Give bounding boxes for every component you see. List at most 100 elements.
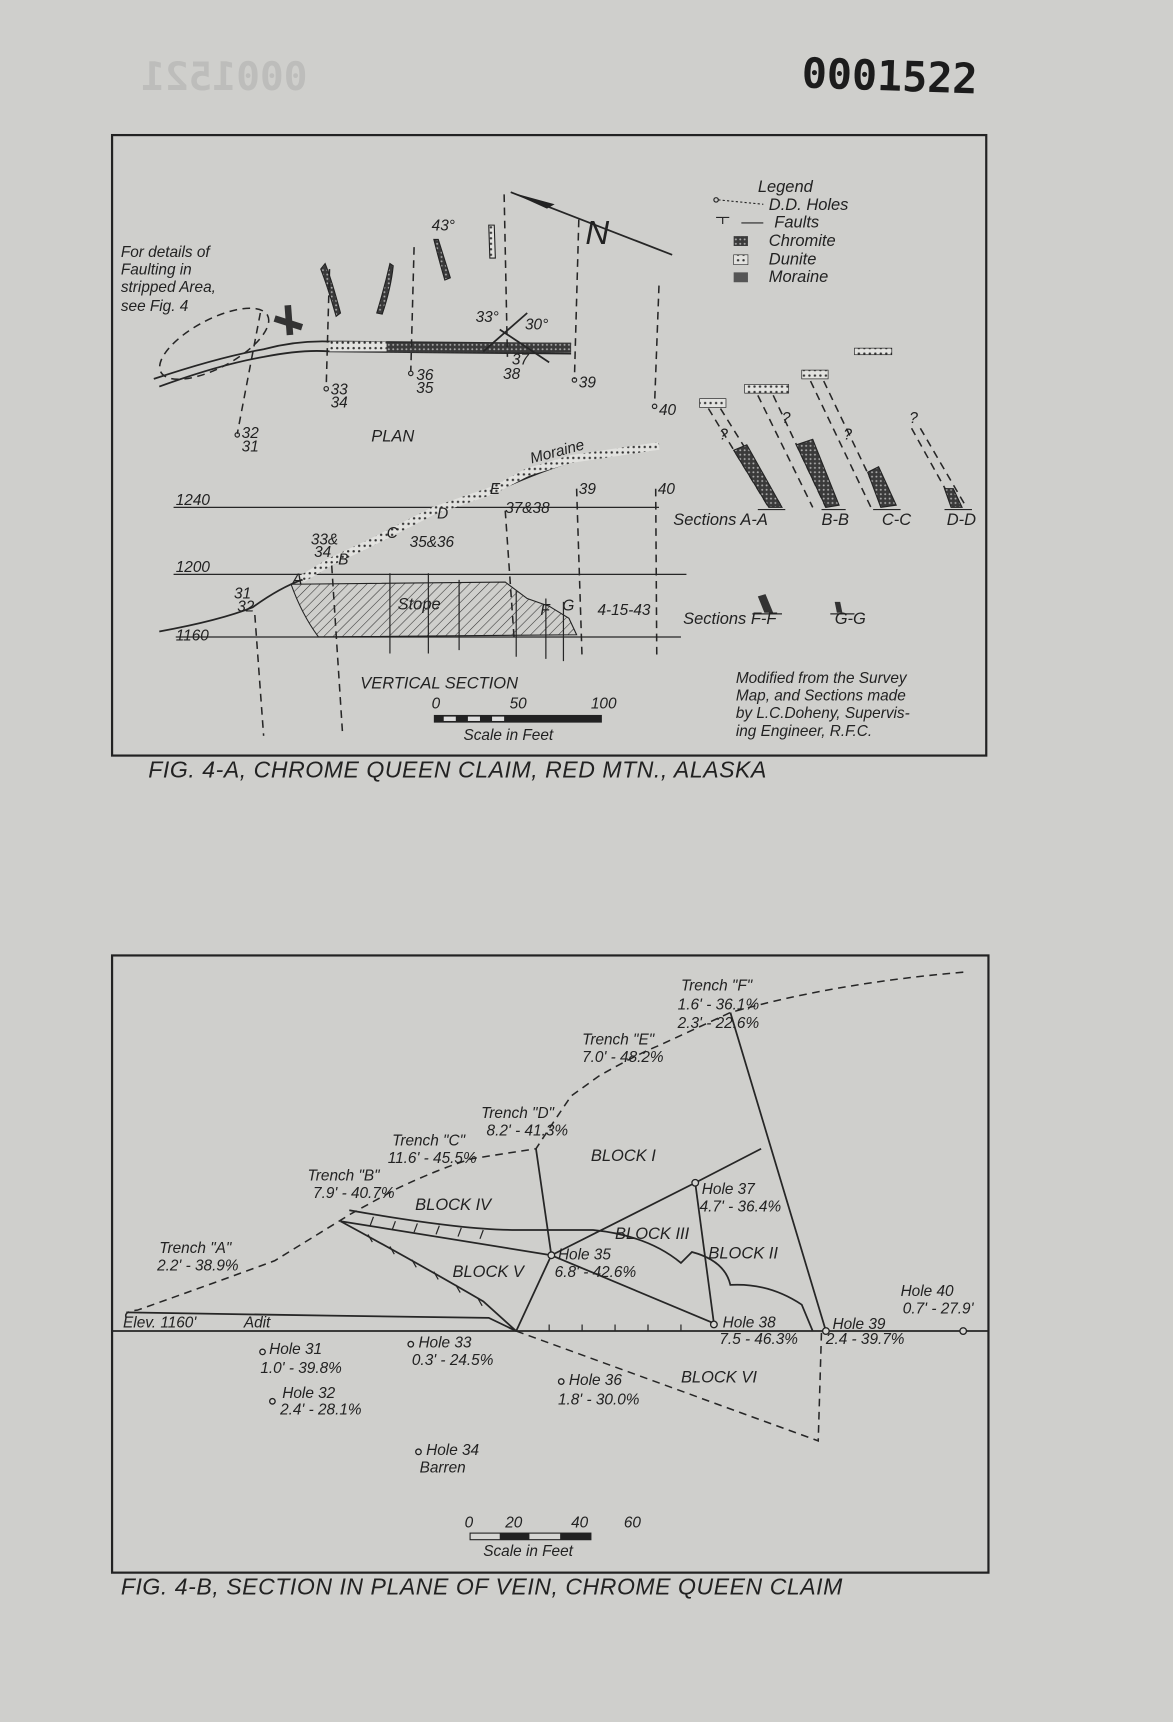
outcrop-line <box>125 971 967 1319</box>
scale-tick: 60 <box>624 1515 642 1532</box>
block-label: BLOCK I <box>591 1147 656 1165</box>
hole-name: Hole 37 <box>702 1181 756 1198</box>
plan-hole-label: 40 <box>659 402 677 419</box>
hole-assay: 1.8' - 30.0% <box>558 1392 639 1409</box>
trench-name: Trench "C" <box>392 1132 466 1149</box>
plan-label: PLAN <box>371 427 414 445</box>
block-label: BLOCK III <box>615 1225 690 1243</box>
ghost-page-number: 0001521 <box>141 54 308 100</box>
block-label: BLOCK V <box>453 1263 526 1281</box>
question-mark: ? <box>782 410 791 427</box>
chromite-band <box>386 342 572 353</box>
north-label: N <box>585 214 609 251</box>
question-mark: ? <box>719 426 728 443</box>
elevation-label: Elev. 1160' <box>123 1315 197 1332</box>
credit-line: ing Engineer, R.F.C. <box>736 723 872 740</box>
fault-line <box>340 1220 517 1332</box>
question-mark: ? <box>909 410 918 427</box>
block-label: BLOCK IV <box>415 1196 493 1214</box>
credit-line: by L.C.Doheny, Supervis- <box>736 705 910 722</box>
trench-assay: 7.9' - 40.7% <box>313 1185 394 1202</box>
vertical-section-label: VERTICAL SECTION <box>360 675 518 693</box>
trench-assay: 7.0' - 48.2% <box>582 1049 663 1066</box>
trench-name: Trench "D" <box>481 1105 555 1122</box>
note-line: For details of <box>121 244 212 261</box>
stope-label: Stope <box>398 596 441 614</box>
figure-4b: Trench "A" 2.2' - 38.9% Trench "B" 7.9' … <box>110 954 990 1600</box>
hole-assay: 2.4 - 39.7% <box>825 1331 905 1348</box>
moraine-swatch <box>733 272 748 283</box>
plan-hole-label: 32 <box>242 425 260 442</box>
trench-assay: 8.2' - 41.3% <box>487 1123 568 1140</box>
scale-label: Scale in Feet <box>464 727 554 744</box>
hole-assay: 6.8' - 42.6% <box>555 1264 636 1281</box>
hole-assay: 1.0' - 39.8% <box>260 1360 341 1377</box>
section-letter: C <box>387 525 399 542</box>
scale-bar-b: 0 20 40 60 Scale in Feet <box>465 1515 642 1561</box>
vein-outline <box>153 340 572 380</box>
scale-tick: 40 <box>571 1515 589 1532</box>
section-hole-label: 32 <box>237 599 255 616</box>
legend-item: Dunite <box>769 251 817 269</box>
credit-line: Map, and Sections made <box>736 688 906 705</box>
plan-hole-label: 36 <box>416 367 434 384</box>
hole-name: Hole 31 <box>269 1341 322 1358</box>
dunite-band <box>329 341 387 352</box>
dunite-lens <box>488 224 496 259</box>
chromite-lens <box>320 262 342 318</box>
figure-4b-caption: FIG. 4-B, SECTION IN PLANE OF VEIN, CHRO… <box>121 1574 843 1600</box>
scale-tick: 0 <box>465 1515 474 1532</box>
stope-area <box>290 581 578 638</box>
section-hole-label: 39 <box>579 481 597 498</box>
trench-name: Trench "F" <box>681 978 754 995</box>
plan-hole-label: 31 <box>242 438 259 455</box>
legend: Legend D.D. Holes Faults Chromite Dunite… <box>713 178 848 286</box>
block-vi-boundary <box>515 1330 823 1442</box>
figure-4a-caption: FIG. 4-A, CHROME QUEEN CLAIM, RED MTN., … <box>148 757 767 783</box>
chromite-lens <box>433 238 451 281</box>
north-arrow-icon: N <box>510 191 673 256</box>
hole-name: Hole 33 <box>418 1335 471 1352</box>
fault-line <box>349 1209 814 1332</box>
dd-hole-symbol <box>718 199 764 205</box>
scale-tick: 50 <box>510 695 528 712</box>
scale-tick: 0 <box>432 695 441 712</box>
hole-assay: 2.4' - 28.1% <box>279 1402 361 1419</box>
fault-line <box>340 1220 552 1257</box>
credit-line: Modified from the Survey <box>736 670 908 687</box>
plan-hole-label: 33 <box>331 381 349 398</box>
elevation-label: 1240 <box>176 492 211 509</box>
sections-label: D-D <box>947 511 976 529</box>
sections-label: Sections A-A <box>673 511 768 529</box>
plan-hole-label: 35 <box>416 380 434 397</box>
elevation-label: 1200 <box>176 559 211 576</box>
section-hole-label: 31 <box>234 586 251 603</box>
chromite-lens <box>376 262 394 315</box>
dip-angle: 43° <box>432 218 455 235</box>
section-hole-label: 37&38 <box>505 500 550 517</box>
note-line: Faulting in <box>121 262 192 279</box>
section-hole-label: 40 <box>658 481 676 498</box>
section-letter: E <box>490 481 501 498</box>
section-hole-label: 34 <box>314 544 331 561</box>
plan-hole-label: 34 <box>331 394 348 411</box>
sections-label: G-G <box>835 610 866 628</box>
hole-name: Hole 32 <box>282 1385 335 1402</box>
dunite-swatch <box>733 254 749 265</box>
figure-4a: Legend D.D. Holes Faults Chromite Dunite… <box>110 133 988 783</box>
note-line: stripped Area, <box>121 279 216 296</box>
chromite-cross <box>273 305 304 336</box>
question-mark: ? <box>843 426 852 443</box>
scale-tick: 100 <box>591 695 617 712</box>
hole-assay: 0.7' - 27.9' <box>903 1300 975 1317</box>
chromite-swatch <box>733 236 748 246</box>
legend-title: Legend <box>758 178 814 196</box>
sections-label: B-B <box>822 511 849 529</box>
cross-sections: ? ? ? ? Sections A-A B-B C-C D-D Section… <box>673 347 976 628</box>
figure-4a-frame <box>110 133 988 757</box>
dip-angle: 33° <box>476 309 499 326</box>
section-hole-label: 33& <box>311 532 338 549</box>
trench-assay: 1.6' - 36.1% <box>678 996 759 1013</box>
scale-label: Scale in Feet <box>483 1543 573 1560</box>
